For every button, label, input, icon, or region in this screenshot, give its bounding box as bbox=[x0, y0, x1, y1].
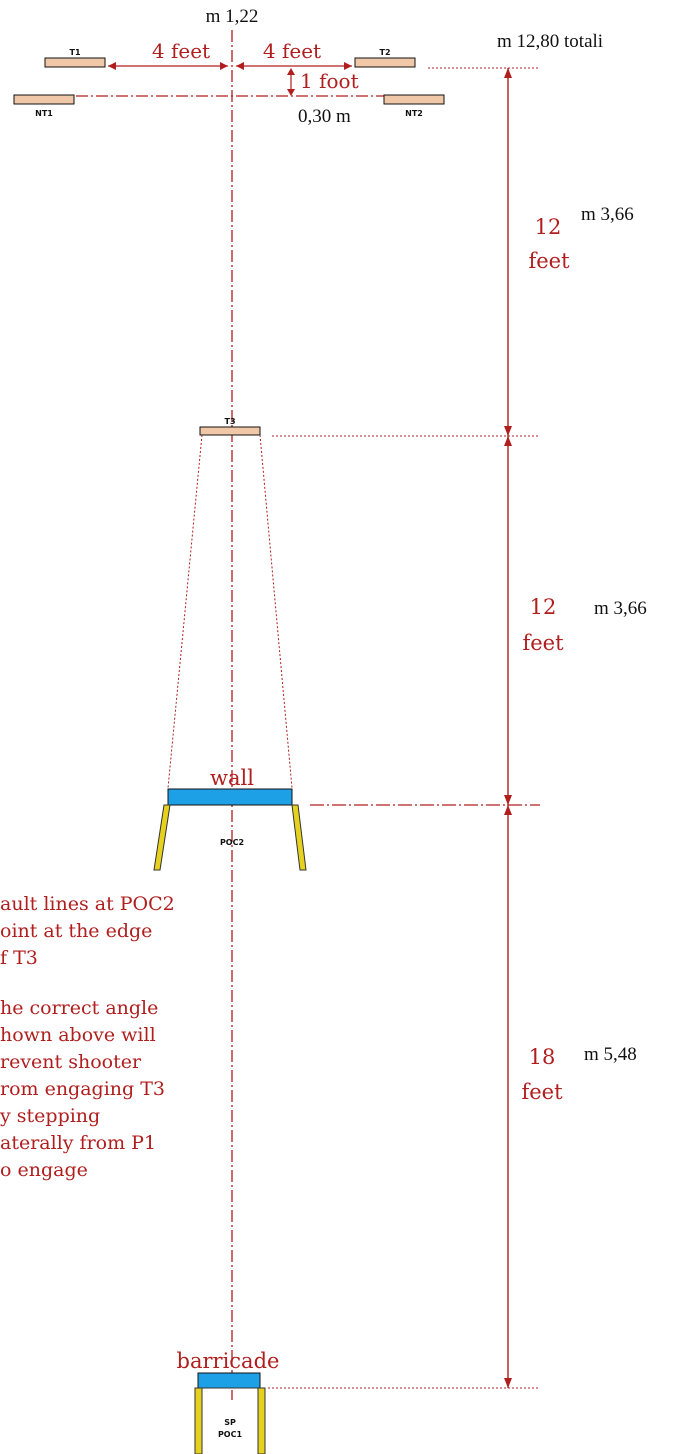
arrowhead bbox=[220, 62, 228, 70]
fault-line-box-right bbox=[257, 1387, 266, 1454]
arrowhead bbox=[504, 805, 512, 815]
no-shoot-nt2 bbox=[383, 94, 445, 105]
metric-segment-2: m 3,66 bbox=[594, 598, 647, 619]
target-t2-label: T2 bbox=[379, 48, 390, 57]
offset-label: 1 foot bbox=[300, 69, 359, 93]
note-line: he correct angle bbox=[0, 997, 158, 1019]
segment-3-unit: feet bbox=[521, 1080, 563, 1104]
metric-offset-label: 0,30 m bbox=[298, 106, 351, 127]
left-spacing-label: 4 feet bbox=[152, 39, 210, 63]
arrowhead bbox=[504, 68, 512, 78]
arrowhead bbox=[287, 68, 295, 75]
barricade bbox=[197, 1372, 261, 1389]
note-line: revent shooter bbox=[0, 1051, 142, 1073]
arrowhead bbox=[108, 62, 116, 70]
fault-line-right bbox=[291, 804, 307, 871]
wall-label: wall bbox=[210, 766, 254, 790]
fault-line-box-left bbox=[194, 1387, 203, 1454]
note-line: o engage bbox=[0, 1159, 88, 1181]
right-spacing-label: 4 feet bbox=[263, 39, 321, 63]
arrowhead bbox=[287, 89, 295, 96]
segment-2-unit: feet bbox=[522, 631, 564, 655]
target-t1-label: T1 bbox=[69, 48, 80, 57]
poc1-label: POC1 bbox=[218, 1430, 243, 1439]
arrowhead bbox=[504, 1378, 512, 1388]
note-line: ault lines at POC2 bbox=[0, 893, 175, 915]
poc2-label: POC2 bbox=[220, 838, 244, 847]
note-line: hown above will bbox=[0, 1024, 156, 1046]
segment-3-value: 18 bbox=[529, 1045, 556, 1069]
sight-line-left bbox=[167, 434, 203, 789]
arrowhead bbox=[504, 795, 512, 805]
metric-segment-3: m 5,48 bbox=[584, 1044, 637, 1065]
metric-spacing-label: m 1,22 bbox=[206, 6, 259, 27]
note-angle: he correct angle hown above will revent … bbox=[0, 997, 165, 1181]
note-line: y stepping bbox=[0, 1105, 100, 1127]
target-t3 bbox=[199, 426, 261, 436]
note-line: rom engaging T3 bbox=[0, 1078, 165, 1100]
note-line: oint at the edge bbox=[0, 920, 152, 942]
label-background bbox=[520, 214, 580, 276]
target-t2 bbox=[354, 57, 416, 68]
start-position-label: SP bbox=[224, 1418, 236, 1427]
segment-2-value: 12 bbox=[530, 595, 557, 619]
no-shoot-nt1 bbox=[13, 94, 75, 105]
segment-1-value: 12 bbox=[535, 215, 562, 239]
arrowhead bbox=[504, 426, 512, 436]
no-shoot-nt2-label: NT2 bbox=[405, 109, 423, 118]
arrowhead bbox=[504, 436, 512, 446]
note-fault-lines: ault lines at POC2 oint at the edge f T3 bbox=[0, 893, 175, 969]
wall bbox=[167, 788, 293, 806]
target-t1 bbox=[44, 57, 106, 68]
segment-1-unit: feet bbox=[528, 249, 570, 273]
arrowhead bbox=[236, 62, 244, 70]
arrowhead bbox=[344, 62, 352, 70]
no-shoot-nt1-label: NT1 bbox=[35, 109, 53, 118]
metric-segment-1: m 3,66 bbox=[581, 204, 634, 225]
metric-total-label: m 12,80 totali bbox=[497, 31, 603, 52]
target-t3-label: T3 bbox=[224, 417, 235, 426]
note-line: aterally from P1 bbox=[0, 1132, 156, 1154]
fault-line-left bbox=[153, 804, 171, 871]
sight-line-right bbox=[259, 434, 293, 789]
note-line: f T3 bbox=[0, 947, 38, 969]
barricade-label: barricade bbox=[177, 1349, 280, 1373]
